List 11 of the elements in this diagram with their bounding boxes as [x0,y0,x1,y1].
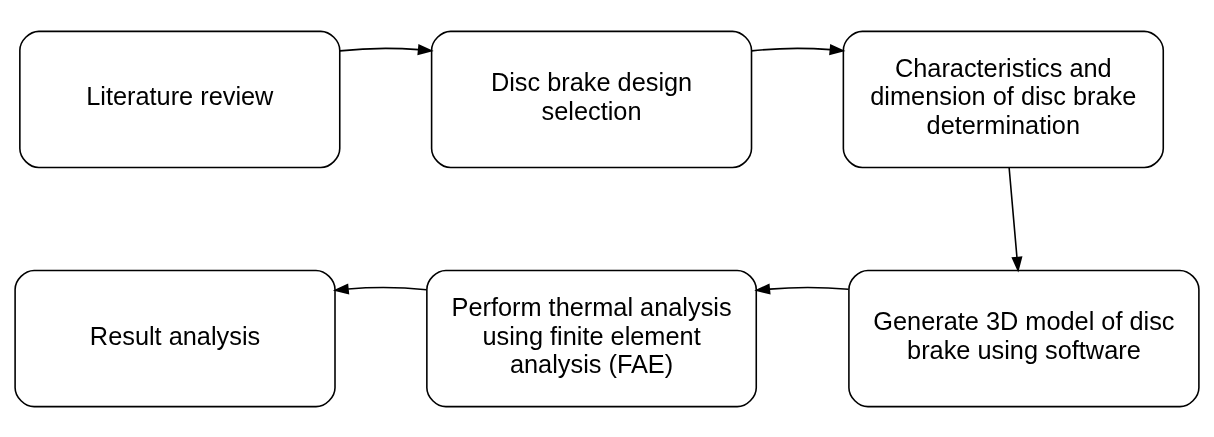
node-box: Characteristics and dimension of disc brake determination [842,30,1165,168]
node-box: Disc brake design selection [430,30,753,168]
node-box: Perform thermal analysis using finite element analysis (FAE) [426,269,758,407]
arrow [750,43,846,55]
node-box: Result analysis [14,269,336,407]
node-box: Generate 3D model of disc brake using software [848,269,1200,407]
arrow [339,43,434,55]
arrow [332,282,428,294]
node-box: Literature review [19,30,341,168]
arrow [754,283,850,295]
arrow [1008,166,1023,273]
